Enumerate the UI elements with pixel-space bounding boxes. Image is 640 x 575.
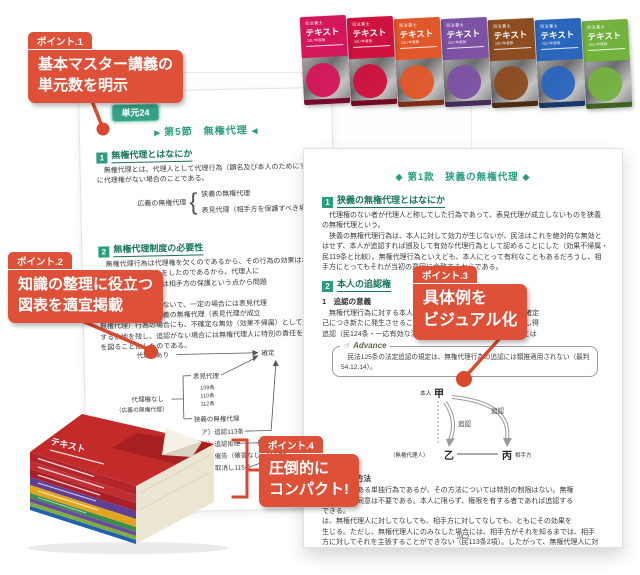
body-text-line: はせず、本人が追認すれば遡及して有効な代理行為として認めることにした（効果不帰属… xyxy=(322,243,608,251)
brace-glyph: { xyxy=(189,188,198,216)
subsection-label: 1 追認の意義 xyxy=(322,297,372,306)
point-badge-tab: ポイント.4 xyxy=(259,436,323,453)
body-text-line: や相手方の同意は不要である。本人に限らず、権限を有する者であれば追認する xyxy=(322,497,574,505)
body-text-line: 民法125条の法定追認の規定は、無権代理行為の追認には類推適用されない（最判昭 xyxy=(341,354,589,362)
textbook-cover: 司法書士 テキスト 2017年度版 xyxy=(487,17,539,109)
point-badge-2: ポイント.2 知識の整理に役立つ 図表を適宜掲載 xyxy=(8,252,164,323)
left-page-chapter-header: ▶ 第5節 無権代理 ◀ xyxy=(154,125,258,139)
textbook-cover: 司法書士 テキスト 2017年度版 xyxy=(346,15,398,107)
page-number: 24-2 xyxy=(456,534,470,541)
body-text-line: できる。 xyxy=(322,508,350,516)
point-badge-tab: ポイント.1 xyxy=(28,32,92,49)
section-title: 本人の追認権 xyxy=(337,277,392,292)
subsection-label: 2 追認の方法 xyxy=(322,473,608,484)
book-stack: テキスト xyxy=(28,414,228,554)
section-title: 無権代理とはなにか xyxy=(111,146,193,164)
body-text-line: 生じる。ただし、無権代理人にのみなした場合には、相手方がそれを知るまでは、相手 xyxy=(322,528,595,536)
svg-text:110条: 110条 xyxy=(200,391,215,399)
arrow-left-icon: ◀ xyxy=(251,126,258,136)
point-badge-1: ポイント.1 基本マスター講義の 単元数を明示 xyxy=(28,32,184,103)
section-number: 2 xyxy=(322,281,333,292)
broad-agency-brace-diagram: 広義の無権代理 { 狭義の無権代理 表見代理（相手方を保護すべき場合） xyxy=(137,188,321,216)
svg-text:109条: 109条 xyxy=(200,383,215,391)
ratification-diagram: 本人 甲 追認 追認 （無権代理人） 乙 丙 相手方 xyxy=(390,388,532,462)
svg-text:確定: 確定 xyxy=(261,348,275,357)
textbook-cover: 司法書士 テキスト 2017年度版 xyxy=(440,16,492,108)
arrow-right-icon: ▶ xyxy=(154,128,161,138)
body-text-line: 代理権のない者が代理人と称してした行為であって、表見代理が成立しないものを狭義 xyxy=(322,212,602,219)
svg-text:表見代理: 表見代理 xyxy=(193,371,220,381)
point-badge-tab: ポイント.2 xyxy=(8,252,72,269)
point-badge-tab: ポイント.3 xyxy=(413,266,477,283)
textbook-cover: 司法書士 テキスト 2017年度版 xyxy=(393,16,445,108)
body-text-line: 狭義の無権代理行為は、本人に対して効力が生じないが、民法はこれを絶対的な無効と xyxy=(322,232,602,240)
body-text-line: 手方にとってもそれが当初の意図に合致するからである。 xyxy=(322,264,503,272)
body-text-line: は相手方のある単独行為であるが、その方法については特別の制限はない。無権 xyxy=(322,487,574,495)
textbook-cover: 司法書士 テキスト 2017年度版 xyxy=(534,17,586,109)
svg-text:（無権代理人）: （無権代理人） xyxy=(390,451,429,459)
right-page-section-header: ◆ 第1款 狭義の無権代理 ◆ xyxy=(395,172,531,183)
textbook-cover: 司法書士 テキスト 2017年度版 xyxy=(299,14,351,106)
svg-text:甲: 甲 xyxy=(434,388,444,400)
body-text-line: は、無権代理人に対してなしても、相手方に対してなしても、ともにその効果を xyxy=(322,518,572,526)
advance-note-box: ☞ Advance 民法125条の法定追認の規定は、無権代理行為の追認には類推適… xyxy=(332,340,598,378)
body-text-line: 54.12.14）。 xyxy=(341,363,377,371)
right-section-1: 1 狭義の無権代理とはなにか 代理権のない者が代理人と称してした行為であって、表… xyxy=(322,193,608,273)
svg-text:相手方: 相手方 xyxy=(515,451,532,459)
svg-text:追認: 追認 xyxy=(491,406,505,415)
svg-text:丙: 丙 xyxy=(502,450,512,462)
svg-text:代理権なし: 代理権なし xyxy=(131,394,164,404)
svg-text:代理権あり: 代理権あり xyxy=(136,350,169,360)
body-text-line: の無権代理という。 xyxy=(322,222,385,230)
svg-text:イ）追認拒絶: イ）追認拒絶 xyxy=(201,439,241,449)
body-text-line: 方に対してそれを主張することができない（民113条2項）。したがって、無権代理人… xyxy=(322,539,599,547)
unit-badge: 単元24 xyxy=(111,103,160,123)
svg-text:ア）追認113条: ア）追認113条 xyxy=(201,427,245,437)
svg-text:追認: 追認 xyxy=(458,419,472,428)
textbook-cover: 司法書士 テキスト 2017年度版 xyxy=(581,18,633,110)
point-badge-4: ポイント.4 圧倒的に コンパクト! xyxy=(259,436,359,507)
body-text-line: 民119条と比較）。無権代理行為といえども、本人にとって有利なこともあるだろうし… xyxy=(322,253,602,261)
point-badge-3: ポイント.3 具体例を ビジュアル化 xyxy=(413,266,528,340)
svg-text:乙: 乙 xyxy=(444,450,454,462)
left-section-1: 1 無権代理とはなにか 無権代理とは、代理人として代理行為（顕名及び本人のために… xyxy=(96,144,325,220)
pointer-hand-icon: ☞ xyxy=(342,340,353,352)
section-number: 1 xyxy=(322,197,333,208)
diamond-icon: ◆ xyxy=(522,172,531,183)
diamond-icon: ◆ xyxy=(395,172,404,183)
section-number: 1 xyxy=(96,152,108,164)
section-title: 狭義の無権代理とはなにか xyxy=(337,193,446,208)
svg-text:112条: 112条 xyxy=(200,399,215,407)
svg-text:（広義の無権代理）: （広義の無権代理） xyxy=(116,405,168,414)
svg-text:エ）取消し115条: エ）取消し115条 xyxy=(202,462,252,472)
svg-text:狭義の無権代理: 狭義の無権代理 xyxy=(194,414,240,424)
svg-text:本人: 本人 xyxy=(420,389,432,397)
